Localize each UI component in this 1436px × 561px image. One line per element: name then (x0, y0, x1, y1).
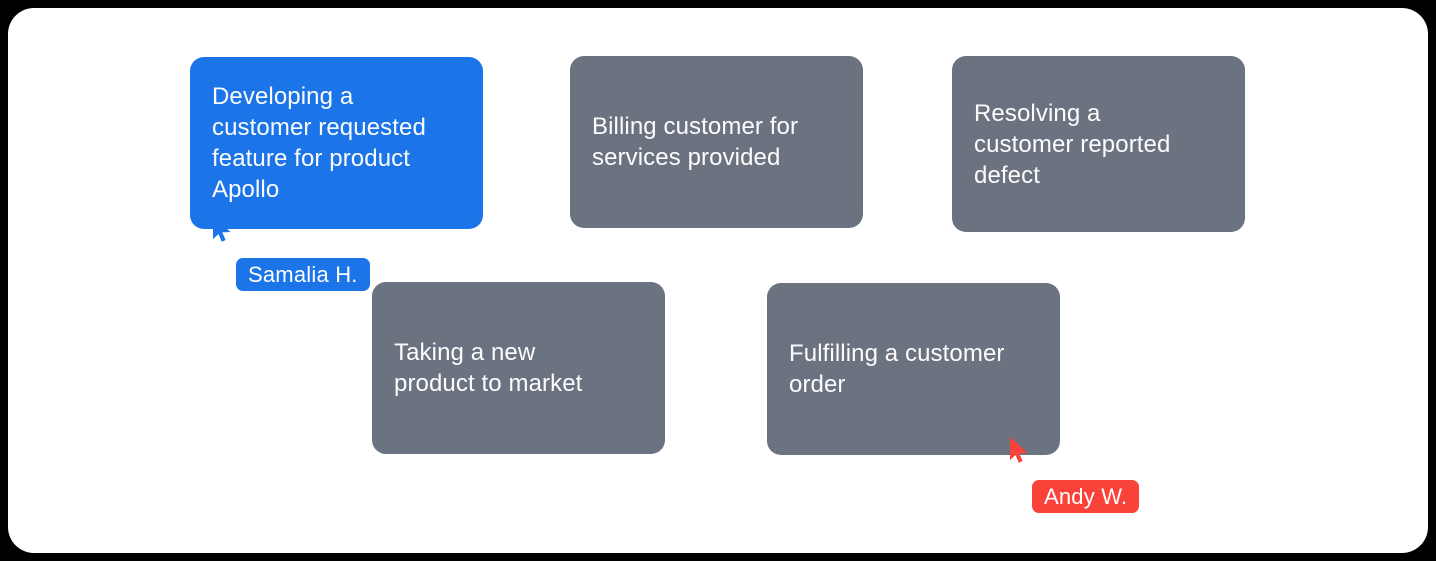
card-resolving-defect[interactable]: Resolving a customer reported defect (952, 56, 1245, 232)
card-new-product[interactable]: Taking a new product to market (372, 282, 665, 454)
card-text: Resolving a customer reported defect (974, 99, 1171, 189)
card-developing-feature[interactable]: Developing a customer requested feature … (190, 57, 483, 229)
card-billing-customer[interactable]: Billing customer for services provided (570, 56, 863, 228)
user-label-samalia: Samalia H. (236, 258, 370, 291)
card-fulfilling-order[interactable]: Fulfilling a customer order (767, 283, 1060, 455)
card-text: Taking a new product to market (394, 339, 583, 397)
card-text: Fulfilling a customer order (789, 340, 1005, 398)
card-text: Billing customer for services provided (592, 113, 799, 171)
card-text: Developing a customer requested feature … (212, 83, 426, 203)
andy-cursor-icon (1010, 436, 1028, 463)
whiteboard-canvas[interactable]: Developing a customer requested feature … (8, 8, 1428, 553)
user-label-andy: Andy W. (1032, 480, 1140, 513)
samalia-cursor-icon (213, 215, 231, 242)
